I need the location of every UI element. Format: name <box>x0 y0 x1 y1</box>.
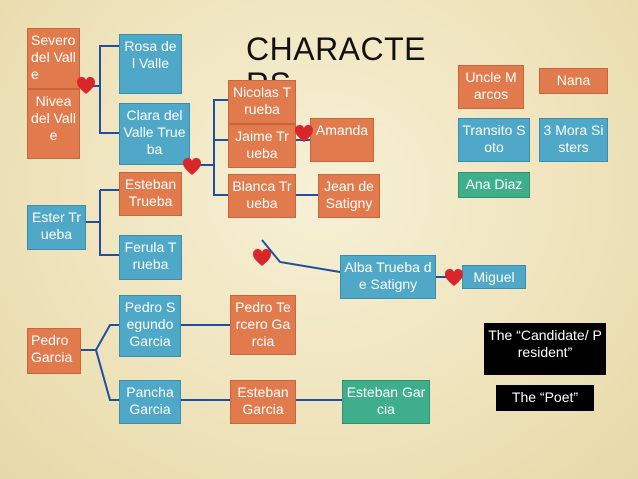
connector-line <box>81 324 119 351</box>
character-nicolas: Nicolas Trueba <box>228 80 296 124</box>
connector-line <box>99 222 119 256</box>
character-miguel: Miguel <box>462 265 526 289</box>
character-uncle-marcos: Uncle Marcos <box>458 65 524 109</box>
character-pedro-segundo: Pedro Segundo Garcia <box>119 295 181 357</box>
character-nana: Nana <box>539 68 608 94</box>
character-blanca: Blanca Trueba <box>228 174 296 218</box>
character-amanda: Amanda <box>310 118 374 162</box>
character-candidate: The “Candidate/ President” <box>484 323 606 375</box>
heart-icon <box>183 158 201 175</box>
character-nivea: Nivea del Valle <box>27 89 80 159</box>
connector-line <box>99 86 119 134</box>
heart-icon <box>445 269 463 286</box>
character-mora-sisters: 3 Mora Sisters <box>539 118 608 162</box>
heart-icon <box>77 77 95 94</box>
connector-line <box>190 99 228 166</box>
character-rosa: Rosa del Valle <box>119 34 182 94</box>
character-pedro-tercero: Pedro Tercero Garcia <box>230 295 296 355</box>
character-ferula: Ferula Trueba <box>119 235 182 280</box>
character-ester: Ester Trueba <box>27 205 86 250</box>
character-alba: Alba Trueba de Satigny <box>340 255 436 299</box>
heart-icon <box>253 249 271 266</box>
heart-icon <box>295 125 313 142</box>
connector-line <box>95 349 119 401</box>
character-pedro-garcia: Pedro Garcia <box>27 328 81 374</box>
character-transito: Transito Soto <box>458 118 530 162</box>
character-ana-diaz: Ana Diaz <box>458 172 530 198</box>
character-esteban-garcia-2: Esteban Garcia <box>342 380 430 424</box>
character-clara: Clara del Valle Trueba <box>119 103 190 165</box>
character-poet: The “Poet” <box>496 385 594 411</box>
character-pancha: Pancha Garcia <box>119 380 181 424</box>
connector-line <box>213 165 228 196</box>
character-jean: Jean de Satigny <box>318 174 380 218</box>
character-esteban-garcia-1: Esteban Garcia <box>230 380 296 424</box>
character-jaime: Jaime Trueba <box>228 124 296 168</box>
connector-line <box>86 190 101 223</box>
character-esteban-trueba: Esteban Trueba <box>119 172 182 216</box>
connector-line <box>261 239 341 273</box>
character-severo: Severo del Valle <box>27 28 80 89</box>
